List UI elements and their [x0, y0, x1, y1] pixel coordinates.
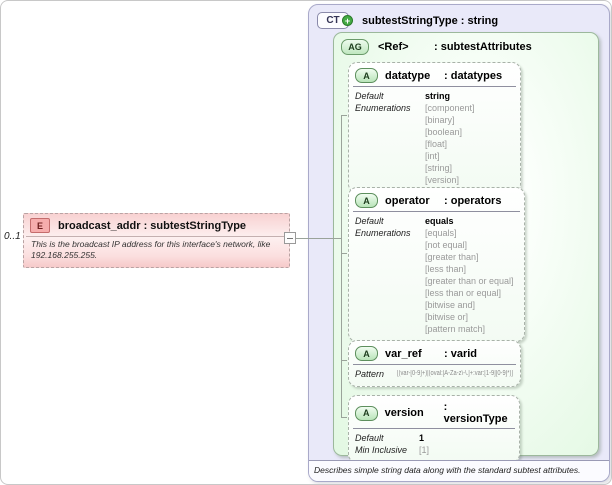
connector-line [290, 238, 341, 239]
facet-pattern-value: [(var-[0-9]+)|(oval:[A-Za-z\-\.]+:var:[1… [397, 370, 514, 377]
attribute-header: A datatype : datatypes [349, 63, 520, 86]
facet-label: Enumerations [355, 228, 411, 238]
connector-stub [341, 360, 347, 361]
facet-default-value: 1 [419, 433, 425, 443]
complex-type-badge-label: CT [326, 15, 340, 26]
attribute-name: var_ref [385, 347, 422, 360]
enumeration-item: [component] [425, 103, 475, 113]
enumeration-item: [greater than or equal] [425, 276, 514, 286]
facet-label: Default [355, 433, 384, 443]
attribute-badge-icon: A [355, 346, 378, 361]
attribute-badge-icon: A [355, 405, 378, 421]
facet-label: Min Inclusive [355, 445, 408, 455]
type-caption: Describes simple string data along with … [309, 460, 609, 481]
enumeration-item: [boolean] [425, 127, 463, 137]
connector-stub [341, 417, 347, 418]
cardinality-label: 0..1 [4, 231, 21, 242]
connector-tree-line [341, 115, 342, 418]
enumeration-item: [bitwise or] [425, 312, 469, 322]
enumeration-item: [not equal] [425, 240, 468, 250]
facet-label: Pattern [355, 369, 385, 379]
attribute-operator[interactable]: A operator : operators Default equals En… [348, 187, 525, 342]
enumeration-item: [binary] [425, 115, 455, 125]
enumeration-item: [version] [425, 175, 460, 185]
connector-stub [341, 253, 347, 254]
element-title: broadcast_addr : subtestStringType [58, 219, 247, 232]
connector-stub [341, 115, 347, 116]
enumeration-item: [pattern match] [425, 324, 486, 334]
minus-icon [287, 237, 293, 239]
attribute-badge-icon: A [355, 193, 378, 208]
enumeration-item: [int] [425, 151, 440, 161]
complex-type-header[interactable]: CT + subtestStringType : string [317, 12, 498, 29]
attribute-name: datatype [385, 69, 431, 82]
divider [353, 86, 516, 87]
attribute-facets: Default 1 Min Inclusive [1] [349, 429, 519, 462]
complex-type-badge-icon: CT + [317, 12, 353, 29]
attribute-var-ref[interactable]: A var_ref : varid Pattern [(var-[0-9]+)|… [348, 340, 521, 387]
enumeration-item: [float] [425, 139, 448, 149]
attribute-type: : varid [444, 347, 478, 360]
attribute-header: A var_ref : varid [349, 341, 520, 364]
attribute-type: : operators [444, 194, 502, 207]
attribute-version[interactable]: A version : versionType Default 1 Min In… [348, 395, 520, 463]
divider [353, 364, 516, 365]
expand-plus-icon[interactable]: + [342, 15, 353, 26]
divider [26, 236, 287, 237]
complex-type-panel: CT + subtestStringType : string AG <Ref>… [308, 4, 610, 482]
collapse-handle-icon[interactable] [284, 232, 296, 244]
attribute-group-header[interactable]: AG <Ref> : subtestAttributes [341, 39, 532, 55]
attribute-name: operator [385, 194, 430, 207]
attribute-group-type: : subtestAttributes [434, 41, 532, 53]
enumeration-item: [less than] [425, 264, 467, 274]
divider [353, 211, 520, 212]
attribute-type: : versionType [443, 401, 508, 425]
enumeration-item: [greater than] [425, 252, 479, 262]
element-header: E broadcast_addr : subtestStringType [24, 214, 289, 235]
facet-default-value: equals [425, 216, 454, 226]
attribute-type: : datatypes [444, 69, 503, 82]
attribute-group-ref: <Ref> [378, 41, 409, 53]
facet-default-value: string [425, 91, 451, 101]
element-badge-icon: E [30, 218, 50, 233]
enumeration-list: [component] [binary] [boolean] [float] [… [425, 102, 514, 186]
attribute-group-box: AG <Ref> : subtestAttributes A datatype … [333, 32, 599, 463]
type-caption-text: Describes simple string data along with … [314, 465, 581, 475]
element-broadcast-addr[interactable]: E broadcast_addr : subtestStringType Thi… [23, 213, 290, 268]
attribute-badge-icon: A [355, 68, 378, 83]
enumeration-item: [string] [425, 163, 453, 173]
attribute-facets: Default equals Enumerations [equals] [no… [349, 212, 524, 341]
attribute-facets: Default string Enumerations [component] … [349, 87, 520, 192]
complex-type-title: subtestStringType : string [362, 14, 499, 27]
element-description: This is the broadcast IP address for thi… [31, 239, 271, 260]
enumeration-item: [bitwise and] [425, 300, 476, 310]
facet-label: Enumerations [355, 103, 411, 113]
enumeration-item: [equals] [425, 228, 457, 238]
attribute-name: version [384, 407, 424, 419]
attribute-group-badge-icon: AG [341, 39, 369, 55]
facet-label: Default [355, 216, 384, 226]
attribute-header: A operator : operators [349, 188, 524, 211]
attribute-header: A version : versionType [349, 396, 519, 428]
attribute-facets: Pattern [(var-[0-9]+)|(oval:[A-Za-z\-\.]… [349, 365, 520, 386]
enumeration-item: [less than or equal] [425, 288, 502, 298]
attribute-datatype[interactable]: A datatype : datatypes Default string En… [348, 62, 521, 193]
facet-label: Default [355, 91, 384, 101]
divider [353, 428, 515, 429]
enumeration-list: [equals] [not equal] [greater than] [les… [425, 227, 518, 335]
facet-min-inclusive-value: [1] [419, 445, 430, 455]
